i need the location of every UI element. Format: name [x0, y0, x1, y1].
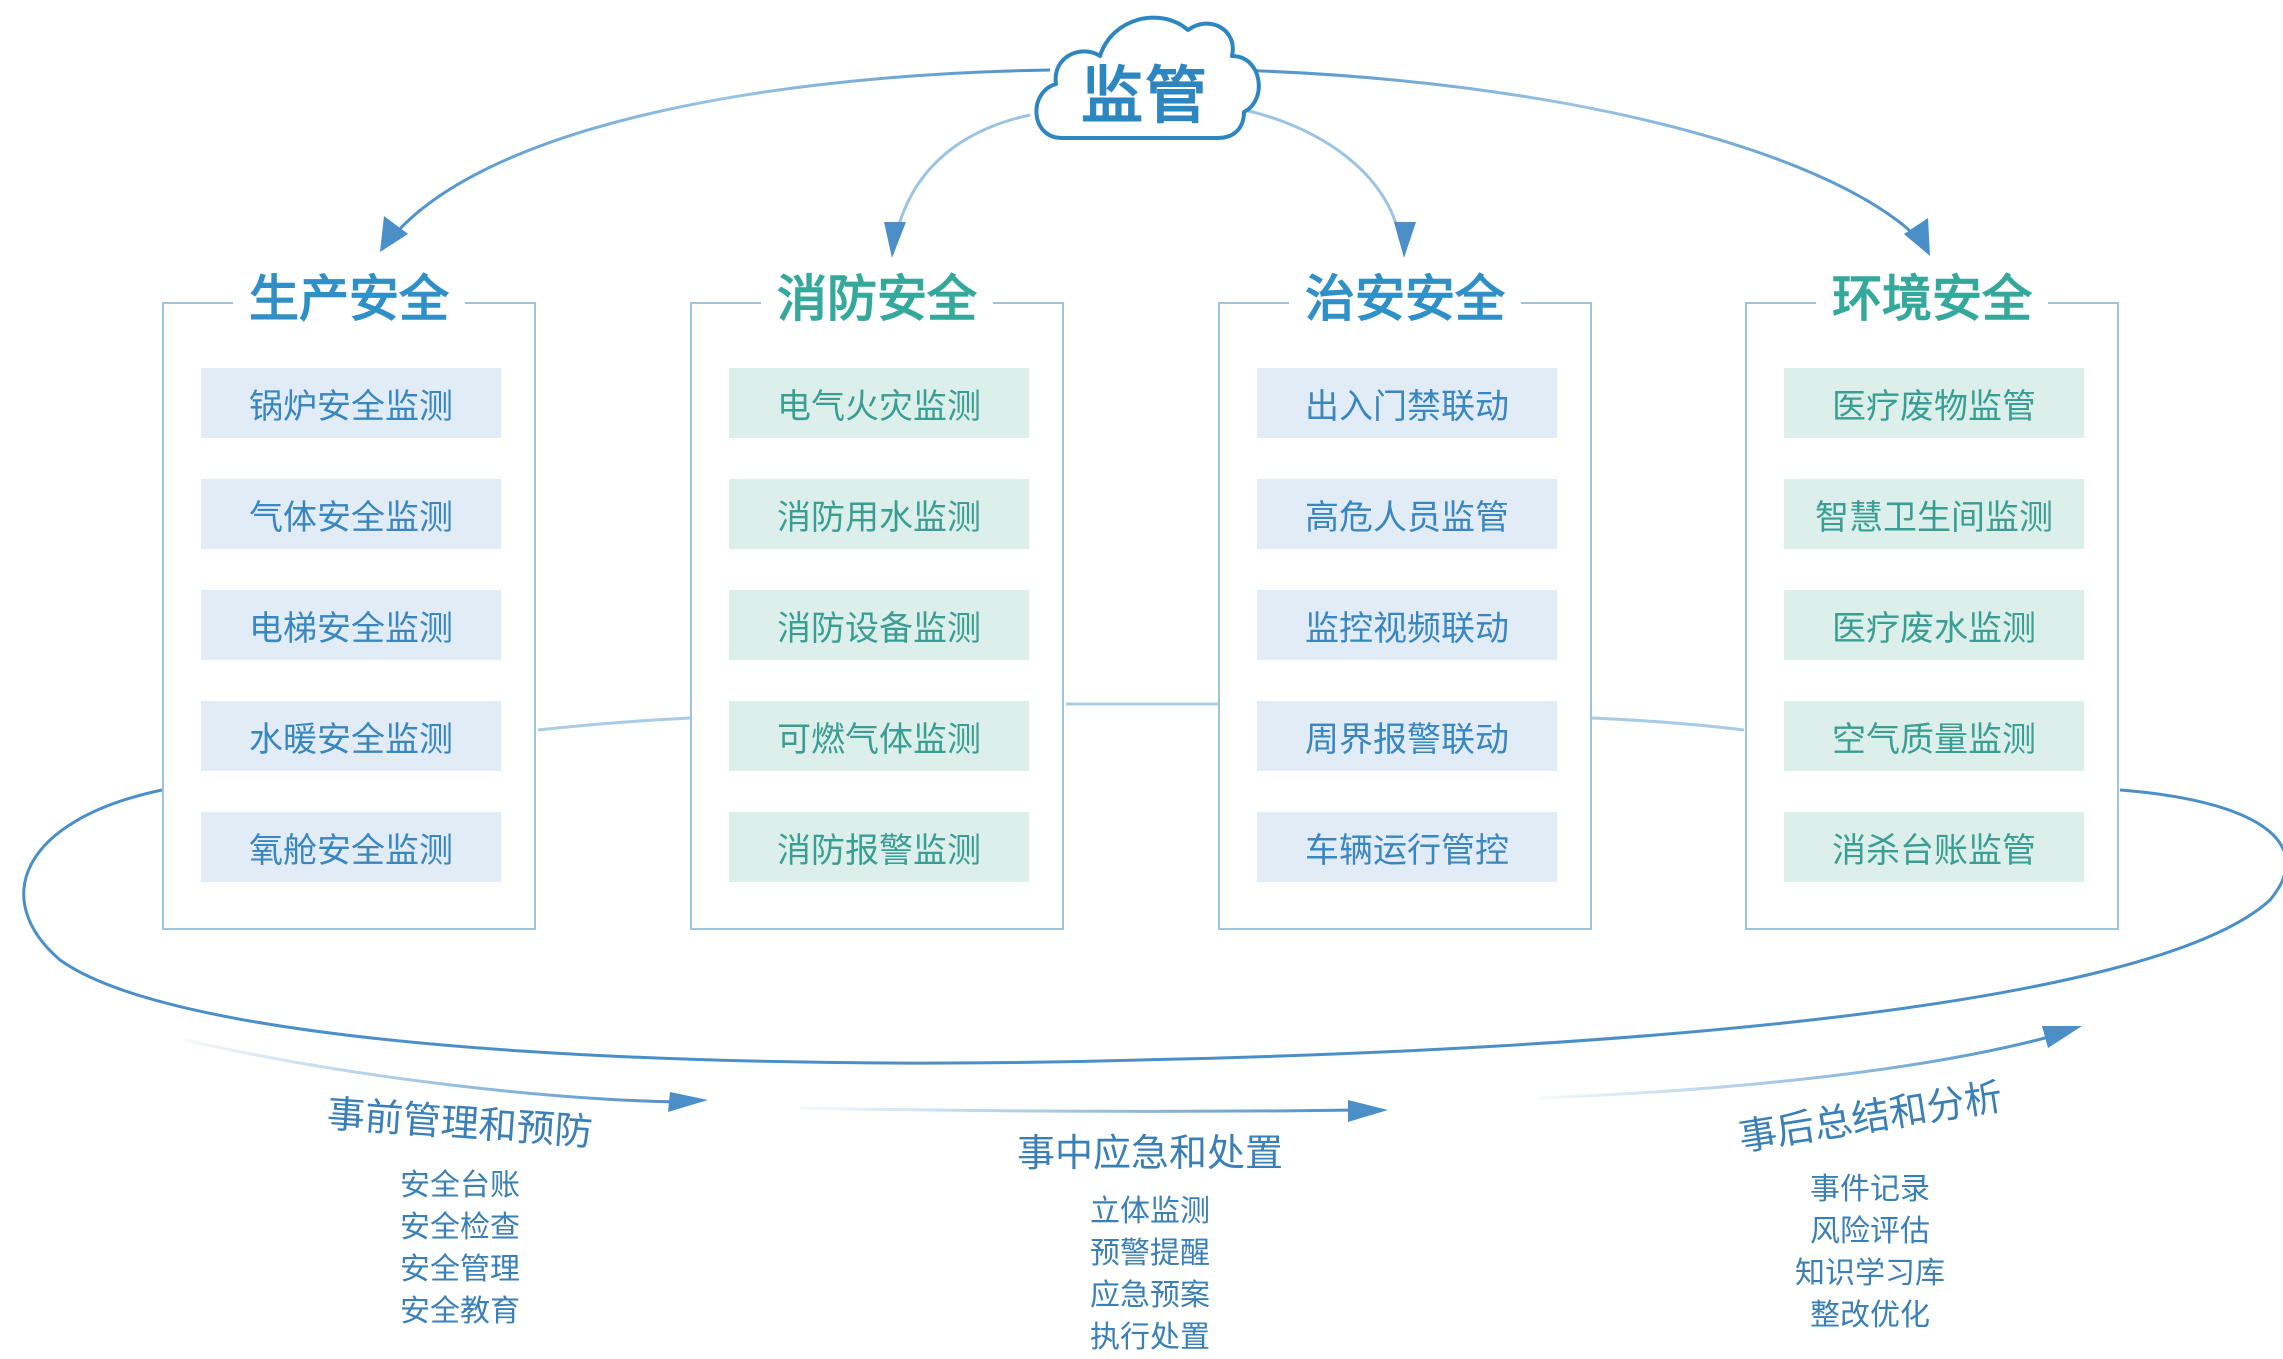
arrow-head-1: [380, 216, 408, 252]
arc-left: [388, 68, 1051, 241]
panel-title: 消防安全: [761, 264, 993, 334]
stage-title: 事前管理和预防: [325, 1091, 594, 1155]
stage-title: 事中应急和处置: [1016, 1131, 1283, 1175]
panel-production-safety: 生产安全 锅炉安全监测 气体安全监测 电梯安全监测 水暖安全监测 氧舱安全监测: [162, 264, 536, 930]
item-elevator[interactable]: 电梯安全监测: [201, 590, 501, 660]
arrow-head-4: [1904, 218, 1930, 256]
item-plumbing[interactable]: 水暖安全监测: [201, 701, 501, 771]
arc-mid-left: [893, 113, 1031, 241]
item-fire-alarm[interactable]: 消防报警监测: [729, 812, 1029, 882]
panel-fire-safety: 消防安全 电气火灾监测 消防用水监测 消防设备监测 可燃气体监测 消防报警监测: [690, 264, 1064, 930]
stage-item: 风险评估: [1810, 1214, 1930, 1249]
item-access-control[interactable]: 出入门禁联动: [1257, 368, 1557, 438]
stage-item: 整改优化: [1810, 1298, 1930, 1333]
cycle-ellipse: [22, 788, 2283, 1065]
cloud-label: 监管: [1080, 59, 1209, 132]
stage-item: 应急预案: [1090, 1278, 1210, 1313]
item-vehicle-control[interactable]: 车辆运行管控: [1257, 812, 1557, 882]
stage-item: 安全教育: [400, 1294, 520, 1329]
stage-item: 知识学习库: [1795, 1256, 1945, 1291]
item-oxygen-chamber[interactable]: 氧舱安全监测: [201, 812, 501, 882]
item-fire-water[interactable]: 消防用水监测: [729, 479, 1029, 549]
stage-during: 事中应急和处置 立体监测 预警提醒 应急预案 执行处置: [990, 1122, 1310, 1359]
item-boiler[interactable]: 锅炉安全监测: [201, 368, 501, 438]
link-arc-1: [537, 716, 691, 732]
panel-title: 环境安全: [1816, 264, 2048, 334]
stage-arrow-2: [799, 1106, 1361, 1113]
arrow-head-3: [1394, 222, 1416, 258]
panel-title: 治安安全: [1289, 264, 1521, 334]
stage-item: 安全检查: [400, 1210, 520, 1245]
item-smart-restroom[interactable]: 智慧卫生间监测: [1784, 479, 2084, 549]
item-medical-wastewater[interactable]: 医疗废水监测: [1784, 590, 2084, 660]
stage-item: 安全台账: [400, 1168, 520, 1203]
item-medical-waste[interactable]: 医疗废物监管: [1784, 368, 2084, 438]
panel-title: 生产安全: [233, 264, 465, 334]
item-electrical-fire[interactable]: 电气火灾监测: [729, 368, 1029, 438]
item-combustible-gas[interactable]: 可燃气体监测: [729, 701, 1029, 771]
item-video-linkage[interactable]: 监控视频联动: [1257, 590, 1557, 660]
arc-mid-right: [1244, 108, 1402, 241]
item-perimeter-alarm[interactable]: 周界报警联动: [1257, 701, 1557, 771]
stage-arrow-1: [184, 1038, 681, 1104]
panel-public-security: 治安安全 出入门禁联动 高危人员监管 监控视频联动 周界报警联动 车辆运行管控: [1218, 264, 1592, 930]
stage-after: 事后总结和分析 事件记录 风险评估 知识学习库 整改优化: [1710, 1074, 2030, 1337]
link-arc-3: [1591, 716, 1745, 732]
stage-item: 执行处置: [1090, 1320, 1210, 1355]
stage-item: 事件记录: [1810, 1172, 1930, 1207]
item-air-quality[interactable]: 空气质量监测: [1784, 701, 2084, 771]
stage-arrow-head-2: [1348, 1100, 1388, 1122]
stage-item: 预警提醒: [1090, 1236, 1210, 1271]
stage-arrow-head-3: [2042, 1026, 2082, 1048]
stage-before: 事前管理和预防 安全台账 安全检查 安全管理 安全教育: [300, 1092, 620, 1333]
item-gas[interactable]: 气体安全监测: [201, 479, 501, 549]
stage-arrow-head-1: [668, 1092, 708, 1112]
stage-item: 立体监测: [1090, 1194, 1210, 1229]
stage-item: 安全管理: [400, 1252, 520, 1287]
item-disinfection-ledger[interactable]: 消杀台账监管: [1784, 812, 2084, 882]
item-fire-equipment[interactable]: 消防设备监测: [729, 590, 1029, 660]
arrow-head-2: [884, 222, 906, 258]
panel-environment-safety: 环境安全 医疗废物监管 智慧卫生间监测 医疗废水监测 空气质量监测 消杀台账监管: [1745, 264, 2119, 930]
item-high-risk-people[interactable]: 高危人员监管: [1257, 479, 1557, 549]
cloud-shape: [1034, 15, 1261, 140]
arc-right: [1234, 68, 1922, 242]
stage-arrow-3: [1539, 1032, 2061, 1100]
